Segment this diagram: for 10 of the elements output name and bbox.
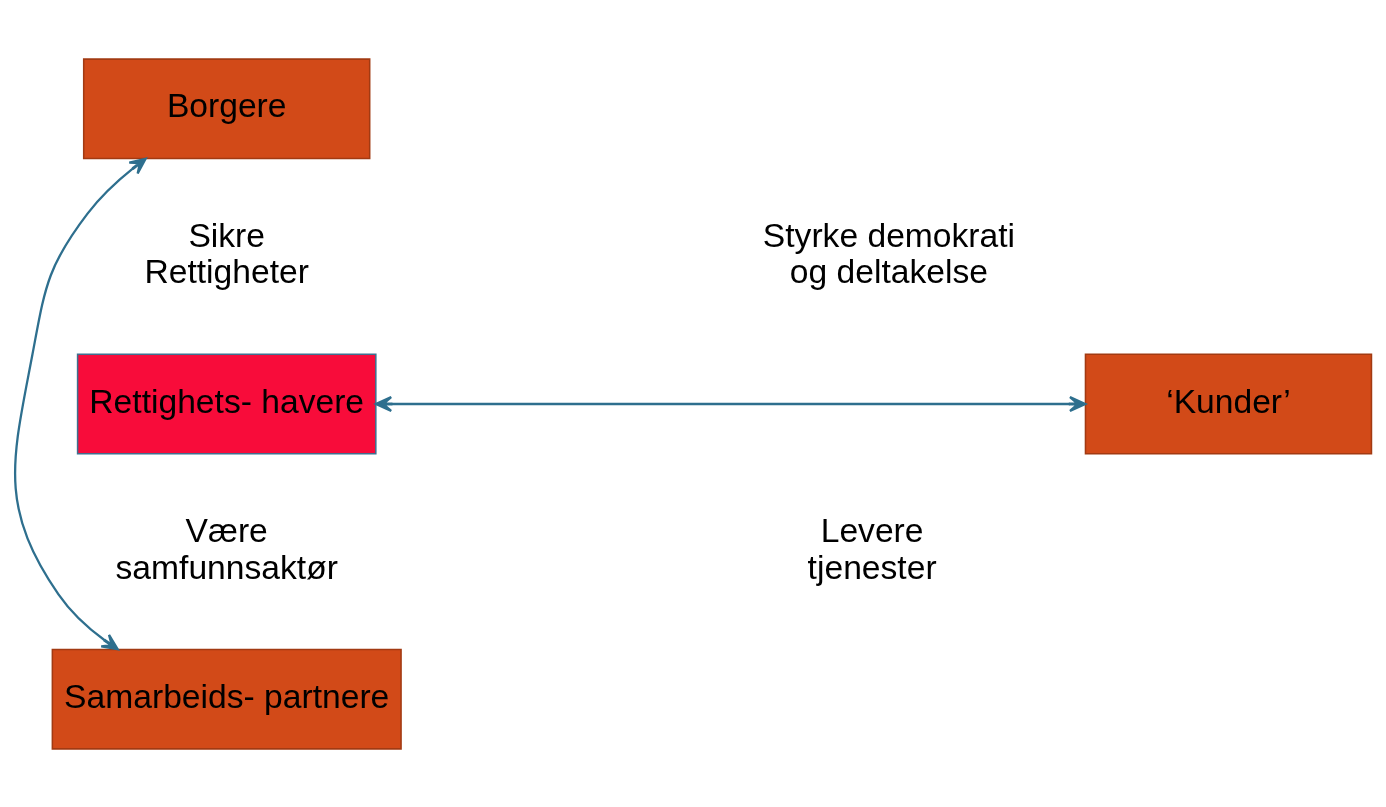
node-box: Rettighets- havere	[76, 353, 377, 454]
label: Være samfunnsaktør	[115, 511, 338, 586]
label: Styrke demokrati og deltakelse	[762, 216, 1016, 290]
node-box: ‘Kunder’	[1084, 353, 1373, 454]
node-box: Borgere	[82, 57, 371, 159]
arrow	[14, 157, 147, 650]
label: Levere tjenester	[807, 511, 937, 586]
node-box: Samarbeids- partnere	[51, 648, 402, 750]
arrow	[374, 395, 1087, 412]
label: Sikre Rettigheter	[144, 216, 309, 290]
